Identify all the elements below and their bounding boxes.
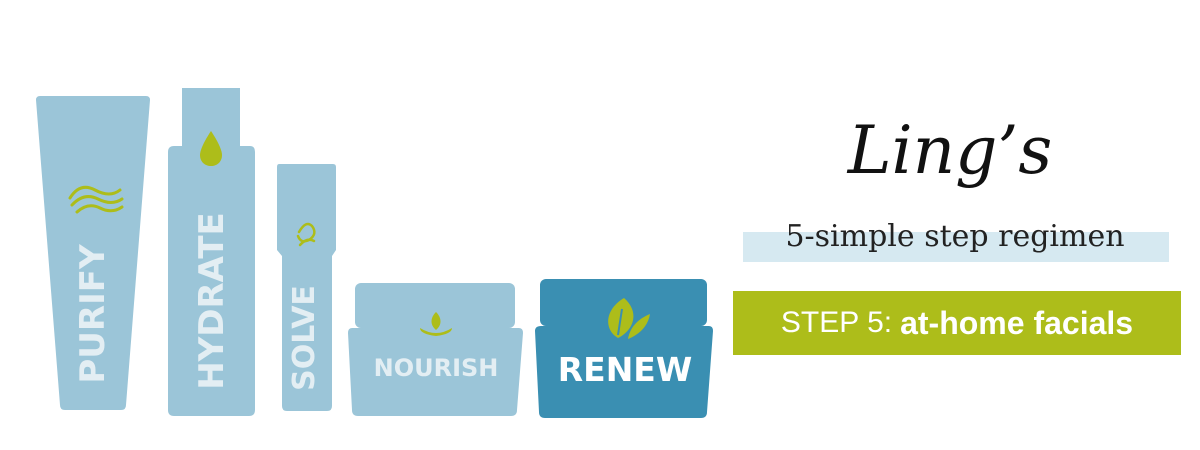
- product-label-hydrate: HYDRATE: [192, 212, 232, 390]
- step-number: STEP 5:: [780, 306, 893, 339]
- wave-icon: [68, 185, 124, 214]
- step-title: at-home facials: [900, 304, 1134, 341]
- renew-jar-body: [535, 326, 713, 418]
- subtitle-text: 5-simple step regimen: [785, 219, 1125, 254]
- product-label-purify: PURIFY: [73, 244, 113, 384]
- brand-title: Ling’s: [847, 112, 1053, 189]
- product-label-renew: RENEW: [557, 350, 693, 389]
- leaf-icon: [608, 298, 650, 339]
- nourish-jar-body: [348, 328, 523, 416]
- product-label-solve: SOLVE: [287, 285, 322, 391]
- step-banner: STEP 5: at-home facials: [733, 291, 1181, 355]
- product-illustration: [36, 88, 713, 418]
- purify-tube: [36, 96, 150, 410]
- solve-bottle: [277, 164, 336, 411]
- lotus-icon: [420, 312, 452, 336]
- subtitle-highlight: [743, 232, 1169, 262]
- product-label-nourish: NOURISH: [373, 354, 499, 382]
- hydrate-bottle: [168, 88, 255, 416]
- droplet-icon: [200, 131, 222, 166]
- spiral-icon: [296, 222, 316, 247]
- subtitle-block: 5-simple step regimen: [740, 214, 1170, 264]
- nourish-jar-lid: [355, 283, 515, 328]
- product-lineup: PURIFY HYDRATE SOLVE NOURISH RENEW: [36, 88, 713, 418]
